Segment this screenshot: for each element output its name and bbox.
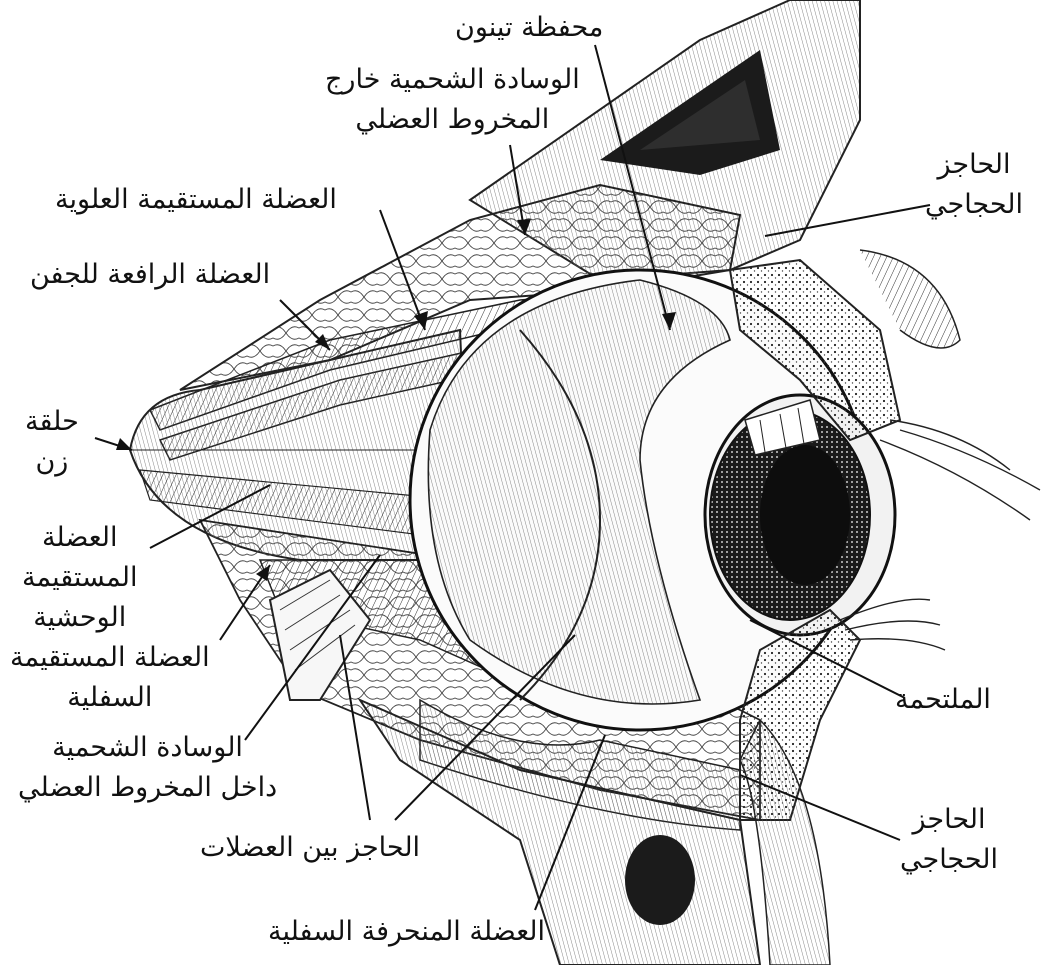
- label-extraconal-fat: الوسادة الشحمية خارج المخروط العضلي: [325, 64, 580, 135]
- label-intermuscular-septum: الحاجز بين العضلات: [200, 832, 421, 863]
- leader-intermuscular-b: [394, 634, 576, 821]
- leader-intraconal-fat: [244, 554, 381, 741]
- cornea-and-iris: [703, 393, 897, 637]
- leader-lateral-rectus: [149, 484, 271, 549]
- leader-orbital-septum-top: [764, 204, 931, 237]
- label-conjunctiva: الملتحمة: [895, 684, 991, 715]
- lower-orbit-bone: [357, 697, 762, 965]
- leader-orbital-septum-bottom: [739, 774, 901, 841]
- label-tenon-capsule: محفظة تينون: [455, 12, 604, 43]
- label-superior-rectus: العضلة المستقيمة العلوية: [55, 184, 337, 215]
- label-inferior-rectus: العضلة المستقيمة السفلية: [10, 642, 210, 713]
- label-intraconal-fat: الوسادة الشحمية داخل المخروط العضلي: [18, 732, 278, 803]
- label-inferior-oblique: العضلة المنحرفة السفلية: [268, 916, 545, 947]
- lower-eyelid: [739, 598, 946, 965]
- label-orbital-septum-bottom: الحاجز الحجاجي: [900, 804, 999, 875]
- upper-eyelid: [728, 249, 1041, 521]
- label-lateral-rectus: العضلة المستقيمة الوحشية: [22, 522, 138, 633]
- leader-arrowheads: [116, 219, 676, 581]
- leader-tenon: [594, 44, 671, 331]
- leader-intermuscular-a: [339, 634, 371, 821]
- leader-superior-rectus: [379, 209, 426, 331]
- label-orbital-septum-top: الحاجز الحجاجي: [925, 149, 1024, 220]
- leader-inferior-oblique: [534, 734, 606, 911]
- label-annulus-zinn: حلقة زن: [25, 406, 79, 477]
- label-levator: العضلة الرافعة للجفن: [30, 259, 271, 290]
- leader-conjunctiva: [749, 619, 906, 699]
